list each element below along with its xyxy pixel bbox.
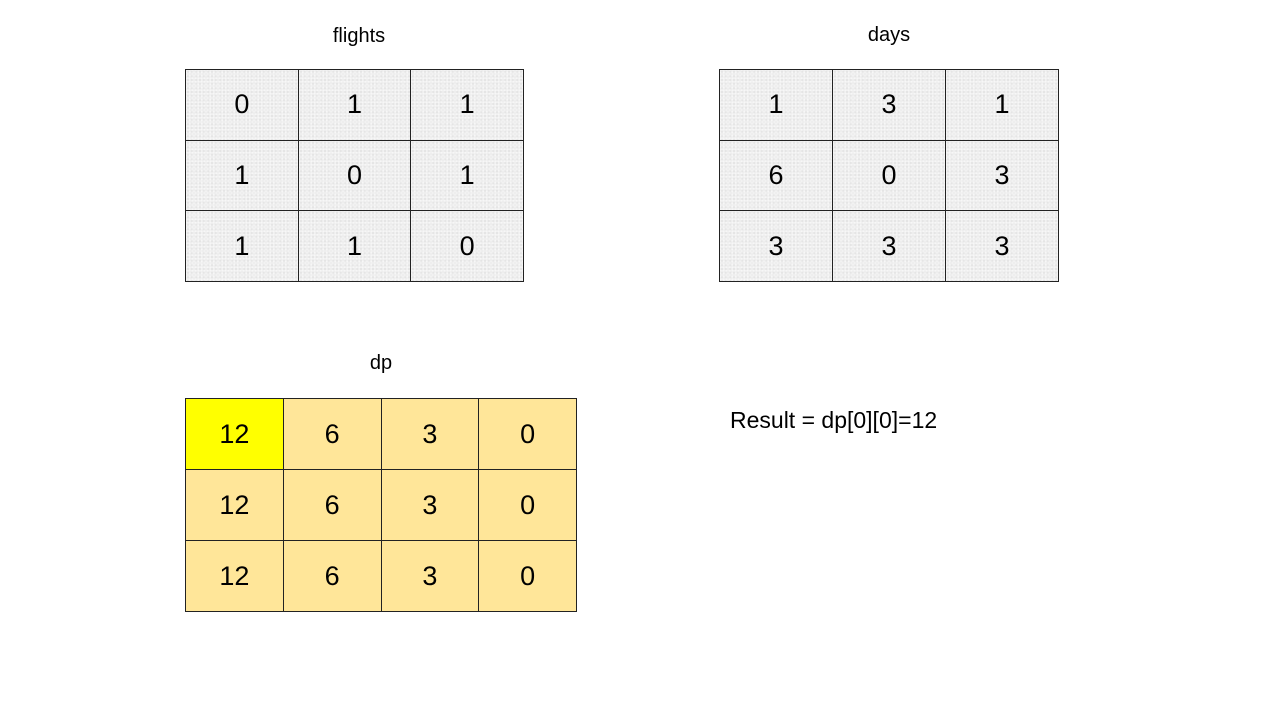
flights-cell-1-0: 1	[186, 140, 299, 212]
days-cell-1-2: 3	[946, 140, 1059, 212]
flights-cell-0-0: 0	[186, 70, 299, 141]
dp-cell-0-3: 0	[479, 399, 577, 470]
days-cell-2-2: 3	[946, 211, 1059, 282]
dp-cell-2-2: 3	[381, 541, 480, 612]
days-title: days	[867, 24, 911, 46]
flights-title: flights	[332, 25, 386, 47]
dp-cell-1-1: 6	[283, 470, 382, 541]
flights-cell-2-1: 1	[298, 211, 412, 282]
dp-cell-0-0: 12	[186, 399, 284, 470]
days-cell-2-1: 3	[833, 211, 946, 282]
flights-cell-1-1: 0	[298, 140, 412, 212]
flights-cell-0-2: 1	[411, 70, 524, 141]
dp-cell-1-0: 12	[186, 470, 284, 541]
dp-cell-1-2: 3	[381, 470, 480, 541]
dp-cell-0-1: 6	[283, 399, 382, 470]
days-cell-2-0: 3	[720, 211, 833, 282]
dp-cell-2-0: 12	[186, 541, 284, 612]
dp-title: dp	[369, 352, 393, 374]
flights-cell-2-2: 0	[411, 211, 524, 282]
dp-cell-2-1: 6	[283, 541, 382, 612]
flights-cell-0-1: 1	[298, 70, 412, 141]
dp-cell-0-2: 3	[381, 399, 480, 470]
days-cell-1-1: 0	[833, 140, 946, 212]
days-cell-0-2: 1	[946, 70, 1059, 141]
flights-cell-1-2: 1	[411, 140, 524, 212]
flights-cell-2-0: 1	[186, 211, 299, 282]
days-cell-0-1: 3	[833, 70, 946, 141]
days-cell-1-0: 6	[720, 140, 833, 212]
result-text: Result = dp[0][0]=12	[730, 407, 938, 433]
days-cell-0-0: 1	[720, 70, 833, 141]
dp-cell-1-3: 0	[479, 470, 577, 541]
dp-cell-2-3: 0	[479, 541, 577, 612]
